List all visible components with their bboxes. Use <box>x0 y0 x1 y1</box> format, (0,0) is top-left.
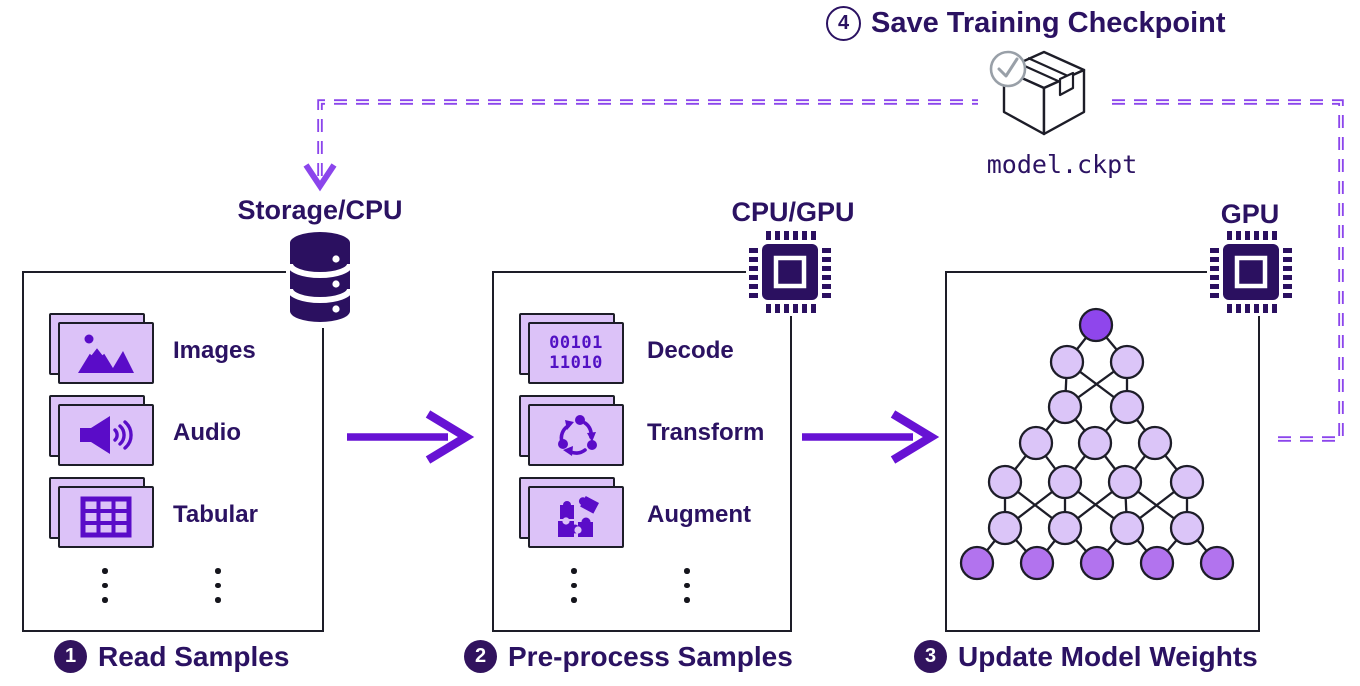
cpu-gpu-chip-icon <box>746 228 834 316</box>
puzzle-glyph <box>558 495 599 537</box>
network-node <box>1079 545 1115 581</box>
step-3-label: Update Model Weights <box>958 640 1258 672</box>
step-4-badge: 4 <box>826 6 861 41</box>
network-node <box>987 510 1023 546</box>
images-label: Images <box>173 337 256 364</box>
step-1-caption: 1 Read Samples <box>54 640 289 673</box>
augment-label: Augment <box>647 501 751 528</box>
gpu-label: GPU <box>1220 199 1280 229</box>
arrow-read-to-preprocess <box>347 410 475 464</box>
network-node <box>1047 510 1083 546</box>
dashed-arrowhead-down <box>303 163 337 192</box>
cycle-glyph <box>558 415 597 456</box>
network-node <box>1049 344 1085 380</box>
network-node <box>1078 307 1114 343</box>
transform-label: Transform <box>647 419 765 446</box>
neural-network-svg <box>959 307 1235 581</box>
step-2-label: Pre-process Samples <box>508 640 793 672</box>
network-node <box>1107 464 1143 500</box>
table-grid-glyph <box>80 496 132 538</box>
binary-card-icon: 00101 11010 <box>519 313 624 384</box>
storage-cpu-label: Storage/CPU <box>237 195 403 225</box>
more-items-ellipsis <box>102 568 108 603</box>
decode-label: Decode <box>647 337 734 364</box>
network-node <box>1169 510 1205 546</box>
table-stack-icon <box>49 477 154 548</box>
gpu-chip-icon <box>1207 228 1295 316</box>
network-node <box>1047 389 1083 425</box>
checkpoint-file-label: model.ckpt <box>986 150 1138 179</box>
database-icon <box>286 228 354 328</box>
step-1-badge: 1 <box>54 640 87 673</box>
step-1-label: Read Samples <box>98 640 290 672</box>
step-2-caption: 2 Pre-process Samples <box>464 640 793 673</box>
image-mountain-glyph <box>78 334 134 373</box>
audio-stack-icon <box>49 395 154 466</box>
network-node <box>1169 464 1205 500</box>
binary-card-text: 00101 11010 <box>549 332 603 373</box>
more-ops-ellipsis <box>571 568 577 603</box>
network-node <box>1109 510 1145 546</box>
cpu-gpu-label: CPU/GPU <box>731 197 855 227</box>
network-node <box>987 464 1023 500</box>
network-node <box>1018 425 1054 461</box>
step-3-caption: 3 Update Model Weights <box>914 640 1258 673</box>
check-circle-icon <box>989 50 1027 88</box>
more-ops-ellipsis <box>684 568 690 603</box>
read-samples-box <box>22 271 324 632</box>
audio-label: Audio <box>173 419 241 446</box>
network-node <box>1137 425 1173 461</box>
more-items-ellipsis <box>215 568 221 603</box>
step-4-label: Save Training Checkpoint <box>871 7 1226 39</box>
images-stack-icon <box>49 313 154 384</box>
update-weights-box <box>945 271 1260 632</box>
speaker-glyph <box>80 416 133 454</box>
network-node <box>1019 545 1055 581</box>
cycle-arrows-icon <box>519 395 624 466</box>
step-2-badge: 2 <box>464 640 497 673</box>
tabular-label: Tabular <box>173 501 258 528</box>
network-node <box>1199 545 1235 581</box>
step-3-badge: 3 <box>914 640 947 673</box>
arrow-preprocess-to-update <box>802 410 940 464</box>
package-check-icon <box>986 46 1102 150</box>
network-node <box>959 545 995 581</box>
network-node <box>1047 464 1083 500</box>
preprocess-samples-box <box>492 271 792 632</box>
network-node <box>1109 344 1145 380</box>
puzzle-icon <box>519 477 624 548</box>
network-node <box>1077 425 1113 461</box>
network-node <box>1139 545 1175 581</box>
save-checkpoint-title: 4 Save Training Checkpoint <box>826 6 1226 41</box>
network-node <box>1109 389 1145 425</box>
